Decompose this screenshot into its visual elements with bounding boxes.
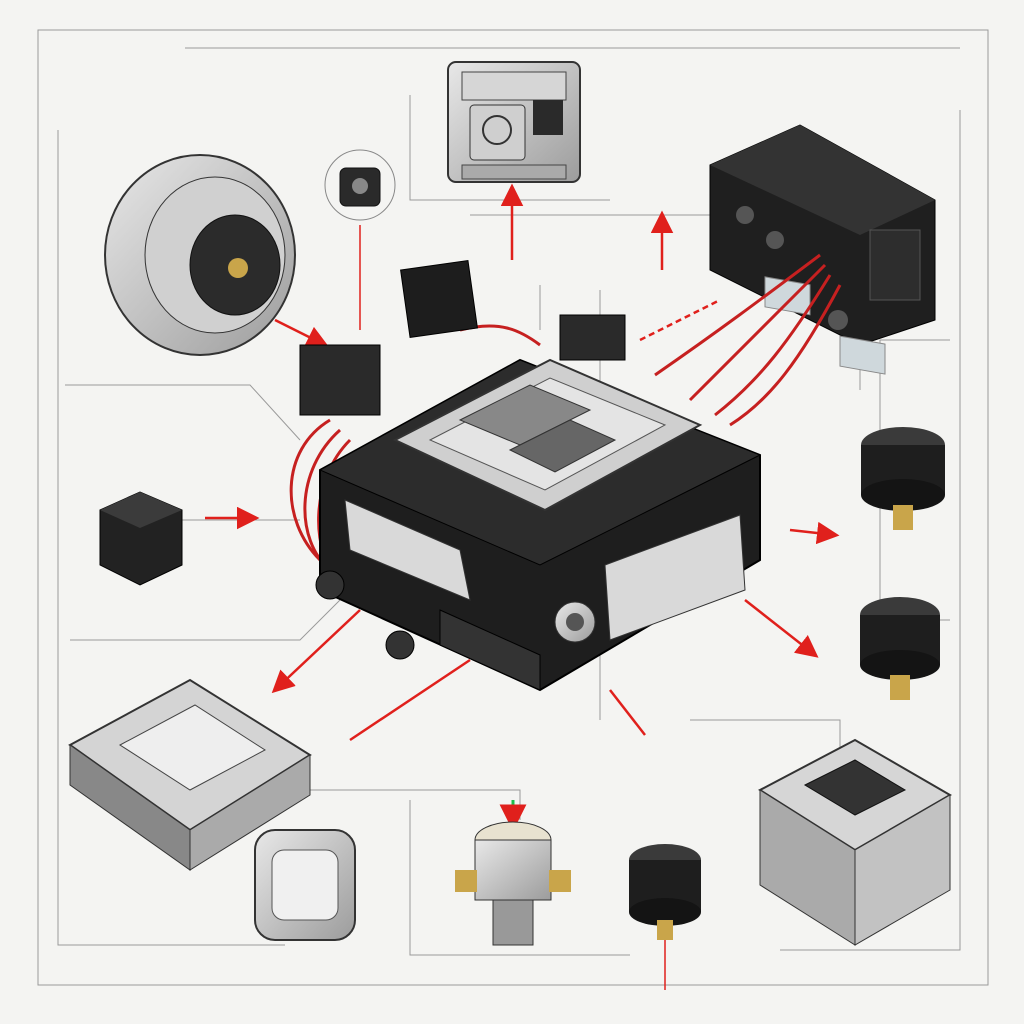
- arrow-left-upper: [274, 318, 330, 348]
- knob-lower: [860, 597, 940, 700]
- explode-arrows: [205, 183, 840, 990]
- junction-box: [709, 124, 936, 375]
- arrow-right-mid: [789, 521, 840, 545]
- arrow-right-lower: [744, 599, 819, 658]
- central-control-unit: [299, 260, 762, 692]
- arrow-link-box: [639, 298, 721, 342]
- valve-connector: [455, 821, 571, 946]
- arrow-down-left: [349, 658, 471, 742]
- knob-bottom: [629, 844, 701, 940]
- arrow-left-lower: [271, 609, 361, 694]
- sensor-box: [758, 738, 952, 946]
- display-module: [68, 678, 312, 871]
- rotor-disc: [104, 154, 296, 356]
- knob-upper: [861, 427, 945, 530]
- relay-cube: [99, 491, 183, 586]
- arrow-down-right: [609, 689, 646, 736]
- top-sensor: [324, 149, 396, 221]
- bracket-frame: [254, 829, 356, 941]
- top-controller-module: [447, 61, 581, 183]
